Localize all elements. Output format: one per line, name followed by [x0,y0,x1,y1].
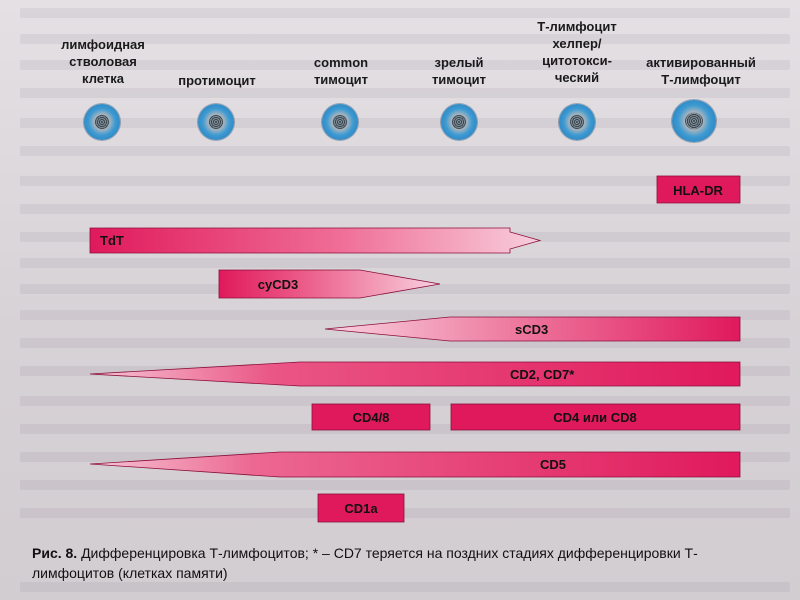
bar-scd3 [324,316,741,342]
bar-cd1a [317,493,405,523]
caption-text: Дифференцировка Т-лимфоцитов; * – CD7 те… [32,545,698,581]
cell-helper [559,104,595,140]
stage-label-activated: активированный Т-лимфоцит [646,55,756,87]
bar-cd5 [89,451,741,478]
cell-stem [84,104,120,140]
stage-label-common: common тимоцит [313,55,369,87]
label-hla-dr: HLA-DR [673,183,723,198]
bar-cd4-or-cd8 [450,403,741,431]
label-cd4-8: CD4/8 [353,410,390,425]
stage-label-prothymocyte: протимоцит [178,73,256,88]
cell-prothymocyte [198,104,234,140]
caption-prefix: Рис. 8. [32,545,78,561]
bar-cycd3 [218,269,441,299]
label-cd5: CD5 [540,457,566,472]
label-cd4-or-cd8: CD4 или CD8 [553,410,636,425]
bar-cd4-8 [311,403,431,431]
stage-label-mature: зрелый тимоцит [431,55,487,87]
figure-caption: Рис. 8. Дифференцировка Т-лимфоцитов; * … [32,543,772,583]
bar-hla-dr [656,175,741,204]
cell-activated [672,100,716,142]
cell-mature [441,104,477,140]
label-tdt: TdT [100,233,124,248]
label-cd2-cd7: CD2, CD7* [510,367,575,382]
stage-label-stem: лимфоидная стволовая клетка [61,37,145,86]
label-cd1a: CD1a [344,501,378,516]
label-cycd3: cyCD3 [258,277,298,292]
label-scd3: sCD3 [515,322,548,337]
cell-common [322,104,358,140]
bar-tdt [89,227,542,254]
stage-label-helper: Т-лимфоцит хелпер/ цитотокси- ческий [537,19,617,85]
bar-cd2-cd7 [89,361,741,387]
